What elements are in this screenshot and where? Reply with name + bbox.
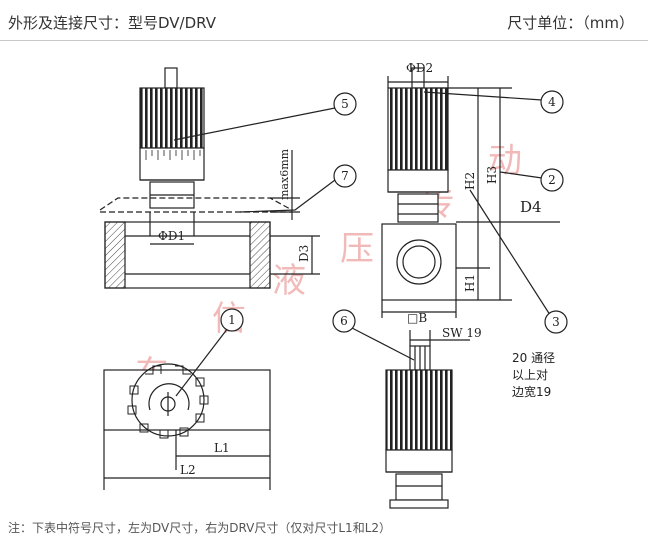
callout-circle: [332, 309, 356, 333]
dim-b: □B: [407, 311, 427, 325]
unit-label: 尺寸单位：（mm）: [507, 14, 634, 32]
callout-circle: [540, 168, 564, 192]
side-note-line: 以上对: [512, 368, 549, 382]
dim-h3: H3: [485, 166, 499, 184]
side-note-line: 20 通径: [512, 351, 556, 365]
callout-circle: [333, 164, 357, 188]
watermark-char: 压: [340, 229, 374, 269]
callout-circle: [333, 92, 357, 116]
side-note: 20 通径 以上对 边宽19: [512, 350, 592, 401]
callout-3: 3: [552, 315, 560, 329]
dim-h2: H2: [463, 172, 477, 190]
side-note-line: 边宽19: [512, 385, 552, 399]
technical-drawing: 东 信 液 压 传 动: [99, 61, 568, 509]
dim-h1: H1: [463, 274, 477, 292]
header-divider: [0, 40, 648, 41]
header: 外形及连接尺寸：型号DV/DRV 尺寸单位：（mm）: [0, 0, 648, 40]
dim-phi-d2: ΦD2: [406, 61, 433, 75]
dim-max6: max6mm: [278, 148, 291, 200]
dim-l1: L1: [214, 441, 230, 455]
watermark-char: 液: [272, 261, 306, 301]
dim-l2: L2: [180, 463, 196, 477]
dim-d4: D4: [520, 198, 542, 216]
callout-1: 1: [228, 313, 236, 327]
dim-sw: SW 19: [442, 326, 482, 340]
callout-5: 5: [341, 97, 349, 111]
callout-7: 7: [341, 169, 349, 183]
dim-phi-d1: ΦD1: [158, 229, 185, 243]
page-title: 外形及连接尺寸：型号DV/DRV: [8, 14, 217, 32]
callout-circle: [540, 90, 564, 114]
callout-2: 2: [548, 173, 556, 187]
callout-circle: [544, 310, 568, 334]
footer-note: 注：下表中符号尺寸，左为DV尺寸，右为DRV尺寸（仅对尺寸L1和L2）: [8, 521, 392, 535]
dim-d3: D3: [297, 245, 311, 262]
callout-6: 6: [340, 314, 348, 328]
callout-circle: [220, 308, 244, 332]
callout-4: 4: [548, 95, 556, 109]
